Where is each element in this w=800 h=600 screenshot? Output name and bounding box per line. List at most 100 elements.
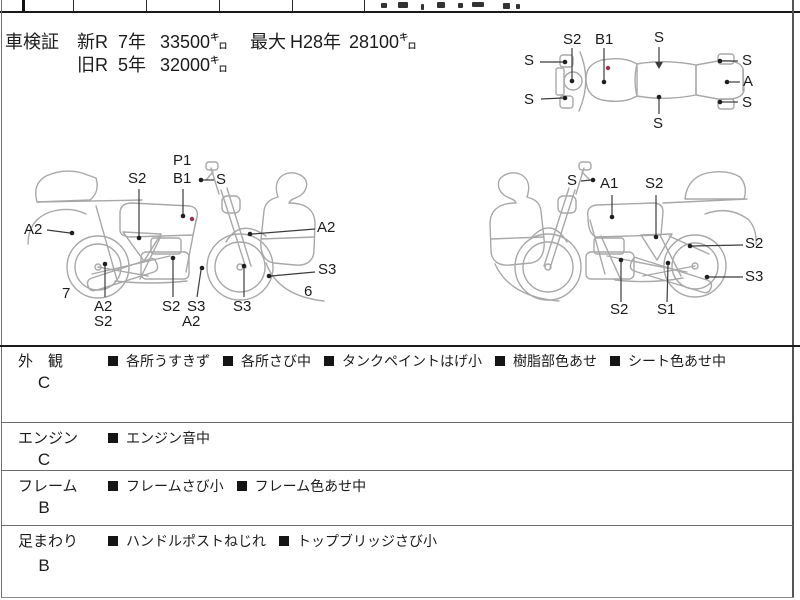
- defect-notes: エンジン音中: [108, 431, 210, 445]
- defect-note: 各所うすきず: [108, 354, 210, 368]
- grade-value: B: [38, 498, 50, 517]
- defect-note: エンジン音中: [108, 431, 210, 445]
- max-label: 最大: [250, 32, 286, 52]
- bullet-square-icon: [236, 481, 247, 491]
- grade-value: C: [37, 450, 51, 469]
- condition-code-label: S3: [318, 261, 337, 278]
- table-border: [1, 525, 793, 526]
- condition-code-label: S3: [187, 298, 206, 315]
- condition-code-label: A2: [24, 221, 43, 238]
- defect-notes: フレームさび小 フレーム色あせ中: [108, 479, 366, 493]
- condition-code-label: P1: [173, 152, 192, 169]
- bullet-square-icon: [108, 481, 118, 491]
- condition-code-label: S2: [610, 301, 629, 318]
- defect-note: フレームさび小: [108, 479, 224, 493]
- category-label: 外 観: [18, 353, 64, 370]
- defect-note: ハンドルポストねじれ: [108, 534, 266, 548]
- condition-code-label: S: [567, 172, 578, 189]
- condition-code-label: S: [524, 91, 535, 108]
- defect-notes: ハンドルポストねじれ トップブリッジさび小: [108, 534, 437, 548]
- defect-note: 樹脂部色あせ: [495, 354, 597, 368]
- motorcycle-top-view-diagram: S2 B1 S S S S S A S: [520, 28, 780, 138]
- table-border: [1, 470, 793, 471]
- condition-code-label: A2: [94, 298, 113, 315]
- bullet-square-icon: [108, 433, 118, 443]
- condition-code-label: S: [653, 115, 664, 132]
- bullet-square-icon: [108, 356, 118, 366]
- table-divider: [364, 0, 365, 11]
- bullet-square-icon: [108, 536, 118, 546]
- new-reg-year: 7年: [118, 32, 147, 52]
- clipped-text-fragment: [437, 2, 445, 8]
- condition-code-label: S: [216, 171, 227, 188]
- condition-code-label: S: [742, 94, 753, 111]
- condition-code-label: B1: [173, 170, 192, 187]
- wheel-number-label: 7: [62, 285, 71, 302]
- clipped-text-fragment: [516, 4, 520, 9]
- bullet-square-icon: [610, 356, 620, 366]
- condition-code-label: S2: [563, 31, 582, 48]
- bullet-square-icon: [223, 356, 233, 366]
- motorcycle-right-side-diagram: P1 B1 S2 S A2 A2 S3 7 A2 S2 S2 S3 A2 S3 …: [20, 150, 350, 345]
- old-reg-km: 32000㌔: [160, 55, 229, 75]
- condition-code-label: S: [654, 29, 665, 46]
- inspection-row-exterior: 外 観 C 各所うすきず 各所さび中 タンクペイントはげ小 樹脂部色あせ シート…: [1, 347, 793, 422]
- clipped-text-fragment: [503, 3, 510, 9]
- table-border: [1, 422, 793, 423]
- table-divider: [219, 0, 220, 11]
- condition-code-label: S: [742, 52, 753, 69]
- category-label: エンジン: [18, 430, 79, 447]
- defect-note: フレーム色あせ中: [236, 479, 366, 493]
- defect-note: タンクペイントはげ小: [324, 354, 482, 368]
- defect-note: トップブリッジさび小: [279, 534, 437, 548]
- sheet-border-right: [792, 0, 794, 598]
- wheel-number-label: 6: [304, 283, 313, 300]
- condition-code-label: A2: [317, 219, 336, 236]
- clipped-text-fragment: [421, 4, 424, 10]
- category-label: 足まわり: [18, 533, 79, 550]
- condition-code-label: A: [743, 73, 754, 90]
- table-divider: [73, 0, 74, 11]
- grade-value: C: [37, 373, 51, 392]
- table-divider: [292, 0, 293, 11]
- old-reg-label: 旧R: [77, 55, 108, 75]
- table-border: [0, 345, 800, 347]
- condition-code-label: S2: [128, 170, 147, 187]
- category-label: フレーム: [18, 478, 78, 495]
- condition-code-label: S1: [657, 301, 676, 318]
- clipped-text-fragment: [458, 3, 463, 8]
- condition-code-label: S3: [745, 268, 764, 285]
- condition-code-label: S2: [162, 298, 181, 315]
- table-divider: [22, 0, 25, 11]
- registration-label: 車検証: [5, 32, 59, 52]
- defect-note: シート色あせ中: [610, 354, 726, 368]
- defect-notes: 各所うすきず 各所さび中 タンクペイントはげ小 樹脂部色あせ シート色あせ中: [108, 354, 726, 368]
- max-km: 28100㌔: [349, 32, 418, 52]
- condition-code-label: A2: [182, 313, 201, 330]
- bullet-square-icon: [495, 356, 505, 366]
- condition-code-label: S: [524, 52, 535, 69]
- old-reg-year: 5年: [118, 55, 147, 75]
- grade-value: B: [38, 556, 50, 575]
- sheet-border-bottom: [1, 597, 794, 598]
- clipped-text-fragment: [472, 2, 484, 7]
- inspection-row-engine: エンジン C エンジン音中: [1, 424, 793, 470]
- sheet-border-left: [1, 0, 2, 598]
- table-border: [0, 11, 800, 13]
- clipped-text-fragment: [398, 2, 408, 8]
- condition-code-label: S2: [645, 175, 664, 192]
- motorcycle-left-side-art: [489, 161, 757, 303]
- clipped-text-fragment: [381, 3, 387, 8]
- condition-code-label: B1: [595, 31, 614, 48]
- bullet-square-icon: [279, 536, 289, 546]
- condition-code-label: S2: [745, 235, 764, 252]
- max-era: H28年: [290, 32, 342, 52]
- motorcycle-top-view-art: [540, 47, 745, 114]
- table-divider: [146, 0, 147, 11]
- condition-code-label: A1: [600, 175, 619, 192]
- motorcycle-right-side-art: [27, 161, 325, 302]
- bullet-square-icon: [324, 356, 334, 366]
- inspection-row-undercarriage: 足まわり B ハンドルポストねじれ トップブリッジさび小: [1, 527, 793, 597]
- motorcycle-left-side-diagram: S A1 S2 S2 S3 S2 S1: [455, 150, 785, 345]
